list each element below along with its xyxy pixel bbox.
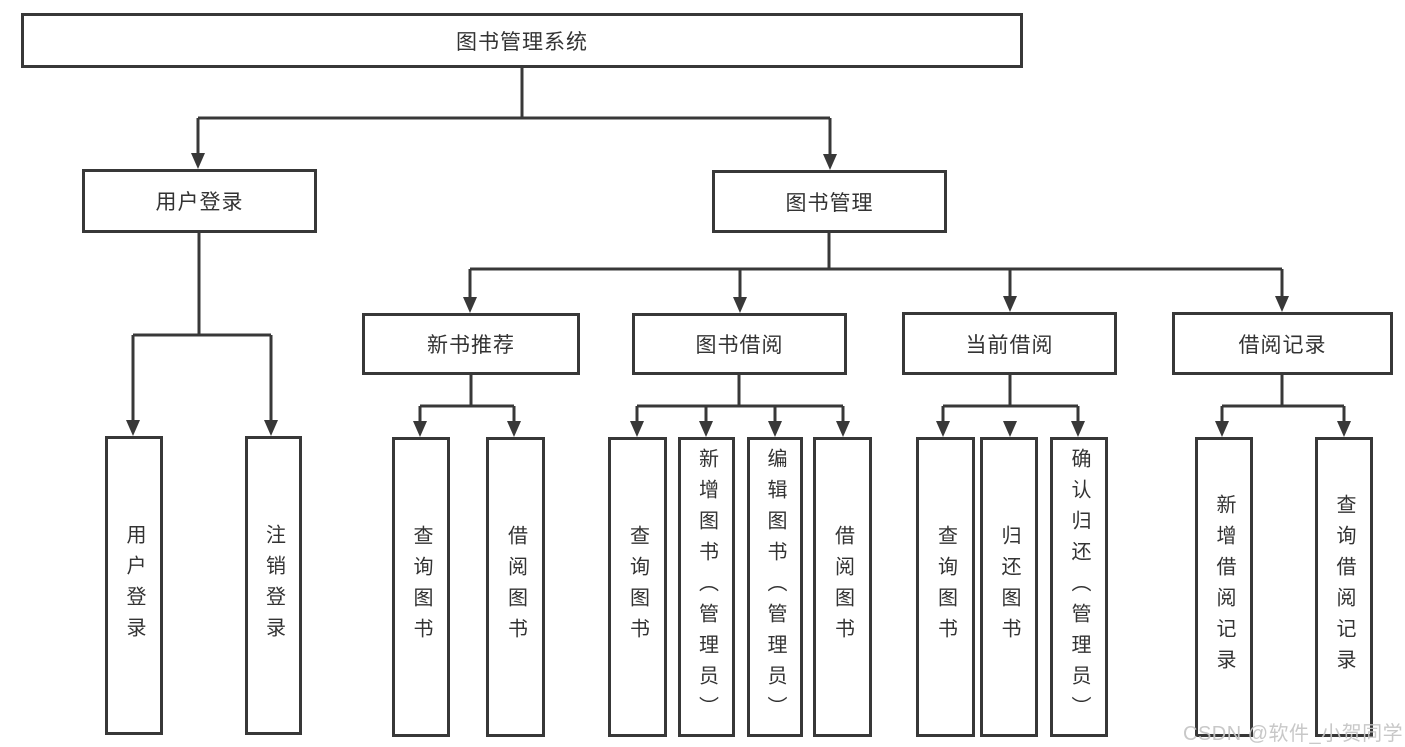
node-leaf-logout: 注销登录 bbox=[245, 436, 302, 735]
node-book-mgmt-branch-label: 图书管理 bbox=[785, 191, 874, 215]
arrowhead bbox=[1003, 296, 1017, 312]
arrowhead bbox=[823, 154, 837, 170]
node-book-mgmt-branch: 图书管理 bbox=[712, 170, 947, 233]
node-leaf-query-books-1: 查询图书 bbox=[392, 437, 450, 737]
arrowhead bbox=[413, 421, 427, 437]
node-leaf-user-login-label: 用户登录 bbox=[123, 523, 145, 648]
node-leaf-return-books: 归还图书 bbox=[980, 437, 1038, 737]
connector-current-borrow-rail bbox=[941, 375, 1080, 425]
node-root: 图书管理系统 bbox=[21, 13, 1023, 68]
node-book-borrow-label: 图书借阅 bbox=[695, 334, 784, 357]
node-leaf-add-books-admin: 新增图书（管理员） bbox=[678, 437, 735, 737]
arrowhead bbox=[768, 421, 782, 437]
connector-root-rail bbox=[196, 68, 832, 158]
connector-borrow-record-rail bbox=[1220, 375, 1346, 425]
arrowhead bbox=[1275, 296, 1289, 312]
node-leaf-logout-label: 注销登录 bbox=[262, 523, 285, 648]
arrowhead bbox=[507, 421, 521, 437]
connector-book-mgmt-rail bbox=[468, 233, 1284, 301]
node-root-label: 图书管理系统 bbox=[456, 30, 588, 54]
arrowhead bbox=[733, 297, 747, 313]
node-leaf-user-login: 用户登录 bbox=[105, 436, 163, 735]
arrowhead bbox=[1337, 421, 1351, 437]
node-leaf-query-books-2-label: 查询图书 bbox=[626, 525, 649, 649]
arrowhead bbox=[630, 421, 644, 437]
node-current-borrow: 当前借阅 bbox=[902, 312, 1117, 375]
node-leaf-add-books-admin-label: 新增图书（管理员） bbox=[695, 447, 718, 727]
arrowhead bbox=[1071, 421, 1085, 437]
node-new-book-recommend: 新书推荐 bbox=[362, 313, 580, 375]
connector-book-borrow-rail bbox=[635, 375, 845, 425]
node-leaf-confirm-return-admin-label: 确认归还（管理员） bbox=[1068, 447, 1090, 727]
arrowhead bbox=[264, 420, 278, 436]
node-user-login-branch-label: 用户登录 bbox=[155, 191, 244, 214]
node-new-book-recommend-label: 新书推荐 bbox=[427, 334, 515, 357]
node-leaf-edit-books-admin: 编辑图书（管理员） bbox=[747, 437, 803, 737]
arrowhead bbox=[699, 421, 713, 437]
node-leaf-edit-books-admin-label: 编辑图书（管理员） bbox=[764, 447, 786, 727]
arrowhead bbox=[191, 153, 205, 169]
node-current-borrow-label: 当前借阅 bbox=[965, 333, 1054, 357]
connector-user-login-rail bbox=[131, 232, 273, 424]
node-borrow-records-label: 借阅记录 bbox=[1238, 333, 1327, 357]
node-book-borrow: 图书借阅 bbox=[632, 313, 847, 375]
arrowhead bbox=[126, 420, 140, 436]
arrowhead bbox=[1003, 421, 1017, 437]
node-leaf-borrow-books-1: 借阅图书 bbox=[486, 437, 545, 737]
node-leaf-borrow-books-2-label: 借阅图书 bbox=[831, 525, 854, 649]
node-leaf-confirm-return-admin: 确认归还（管理员） bbox=[1050, 437, 1108, 737]
node-leaf-query-books-3-label: 查询图书 bbox=[934, 525, 957, 649]
node-leaf-return-books-label: 归还图书 bbox=[998, 525, 1020, 649]
node-leaf-add-borrow-record: 新增借阅记录 bbox=[1195, 437, 1253, 737]
node-borrow-records: 借阅记录 bbox=[1172, 312, 1393, 375]
arrowhead bbox=[836, 421, 850, 437]
arrowhead bbox=[1215, 421, 1229, 437]
arrowhead bbox=[463, 297, 477, 313]
node-user-login-branch: 用户登录 bbox=[82, 169, 317, 233]
node-leaf-borrow-books-2: 借阅图书 bbox=[813, 437, 872, 737]
node-leaf-add-borrow-record-label: 新增借阅记录 bbox=[1213, 494, 1235, 680]
node-leaf-query-books-1-label: 查询图书 bbox=[410, 525, 432, 649]
node-leaf-query-books-2: 查询图书 bbox=[608, 437, 667, 737]
node-leaf-query-borrow-record-label: 查询借阅记录 bbox=[1333, 494, 1355, 680]
csdn-watermark: CSDN @软件_小贺同学 bbox=[1183, 723, 1404, 745]
arrowhead bbox=[936, 421, 950, 437]
node-leaf-query-books-3: 查询图书 bbox=[916, 437, 975, 737]
node-leaf-query-borrow-record: 查询借阅记录 bbox=[1315, 437, 1373, 737]
connector-new-book-rail bbox=[418, 375, 516, 425]
node-leaf-borrow-books-1-label: 借阅图书 bbox=[504, 525, 527, 649]
